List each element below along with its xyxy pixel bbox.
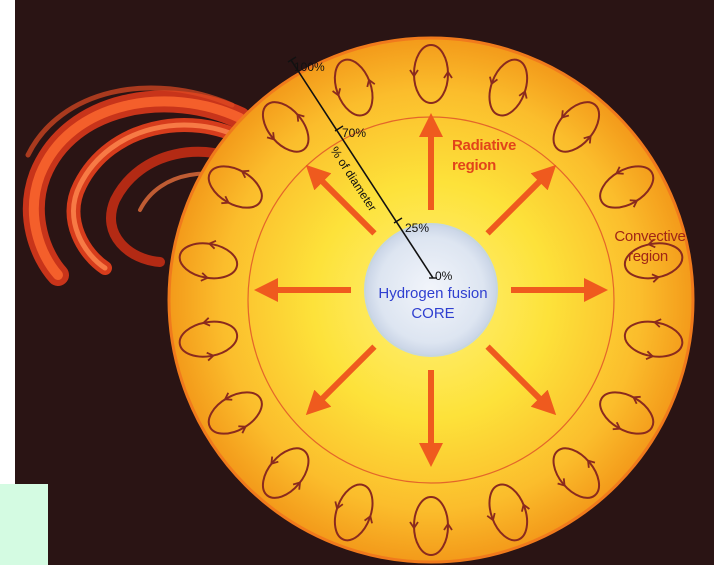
core-label-line2: CORE [411,305,454,322]
tick-label-70: 70% [342,126,366,140]
tick-label-0: 0% [435,269,453,283]
core-label-line1: Hydrogen fusion [378,285,487,302]
tick-label-25: 25% [405,221,429,235]
convective-label-line1: Convective [614,228,685,245]
tick-label-100: 100% [294,60,325,74]
convective-label-line2: region [628,248,668,265]
corner-panel [0,484,48,565]
radiative-label-line1: Radiative [452,137,516,154]
radiative-label-line2: region [452,157,496,174]
